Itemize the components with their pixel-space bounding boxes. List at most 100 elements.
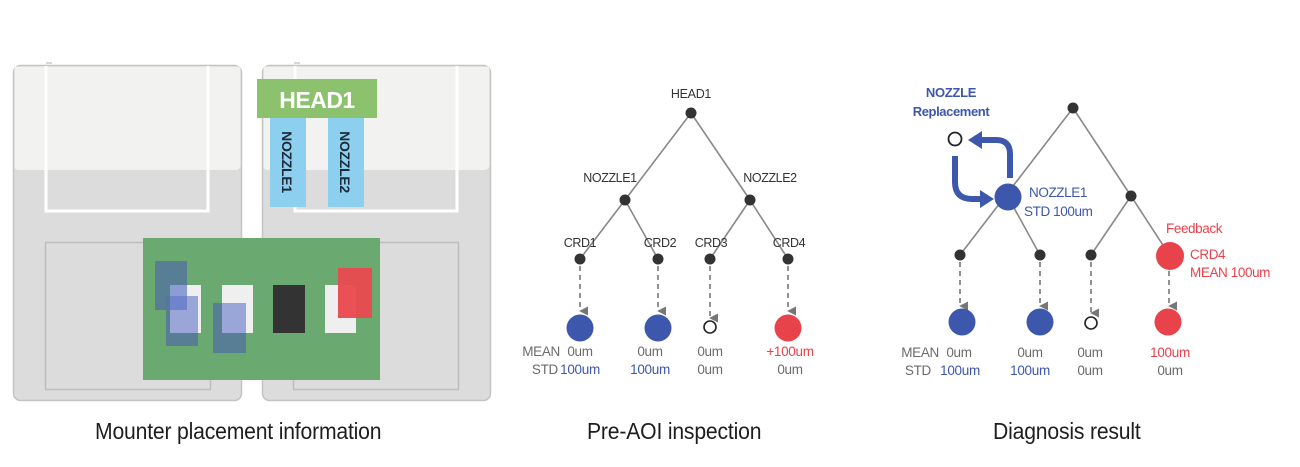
caption-diagnosis: Diagnosis result bbox=[993, 418, 1141, 444]
diag-node-crd1 bbox=[954, 249, 966, 261]
nozzle-replacement-loop bbox=[947, 131, 1013, 208]
left-block-upper-band bbox=[14, 66, 241, 170]
diag-node-crd3 bbox=[1085, 249, 1097, 261]
loop-arrow-up bbox=[980, 137, 1013, 178]
mean-crd2: 0um bbox=[637, 344, 662, 359]
result-crd1-std-error bbox=[566, 314, 594, 342]
std-crd1: 100um bbox=[560, 362, 600, 377]
edge-nozzle2-crd4 bbox=[749, 199, 789, 260]
label-crd1: CRD1 bbox=[564, 236, 597, 250]
pre-aoi-results: MEAN STD 0um 100um 0um 100um 0um 0um +10… bbox=[522, 314, 814, 377]
node-crd4 bbox=[782, 253, 794, 265]
diag-result-crd1-std-error bbox=[948, 308, 976, 336]
diag-row-label-std: STD bbox=[905, 363, 932, 378]
pre-aoi-labels: HEAD1 NOZZLE1 NOZZLE2 CRD1 CRD2 CRD3 CRD… bbox=[564, 87, 806, 250]
nozzle2-label: NOZZLE2 bbox=[337, 131, 353, 193]
loop-arrow-down bbox=[952, 156, 984, 202]
edge-nozzle2-crd3 bbox=[1090, 195, 1132, 256]
pre-aoi-edges bbox=[579, 112, 789, 260]
crd4-callout-line1: CRD4 bbox=[1190, 247, 1226, 262]
edge-nozzle1-crd2 bbox=[624, 199, 659, 260]
diag-result-crd2-std-error bbox=[1026, 308, 1054, 336]
component-crd3 bbox=[273, 285, 305, 333]
diag-result-crd4-mean-error bbox=[1154, 308, 1182, 336]
label-head1: HEAD1 bbox=[671, 87, 712, 101]
edge-root-nozzle2 bbox=[1072, 107, 1132, 197]
loop-arrowhead-right-icon bbox=[980, 190, 994, 208]
diag-std-crd1: 100um bbox=[940, 363, 980, 378]
label-crd2: CRD2 bbox=[644, 236, 677, 250]
diag-node-nozzle1-faulty bbox=[994, 183, 1022, 211]
diag-mean-crd2: 0um bbox=[1017, 345, 1042, 360]
edge-root-nozzle1 bbox=[959, 107, 1074, 256]
left-block-frame bbox=[44, 66, 210, 213]
result-crd4-mean-error bbox=[774, 314, 802, 342]
mean-crd1: 0um bbox=[567, 344, 592, 359]
replacement-label-line2: Replacement bbox=[913, 104, 991, 119]
mounter-head: HEAD1 NOZZLE1 NOZZLE2 bbox=[257, 79, 377, 207]
label-nozzle1: NOZZLE1 bbox=[583, 171, 637, 185]
diagnosis-dashed-arrows bbox=[959, 262, 1178, 318]
diagnosis-results: MEAN STD 0um 100um 0um 100um 0um 0um 100… bbox=[901, 308, 1190, 378]
diagnosis-tree: NOZZLE Replacement NOZZLE1 STD 100um Fee… bbox=[901, 85, 1270, 378]
head-label: HEAD1 bbox=[279, 87, 355, 113]
nozzle1-callout-line2: STD 100um bbox=[1024, 204, 1093, 219]
row-label-mean: MEAN bbox=[522, 344, 560, 359]
diag-result-crd3-ok bbox=[1084, 316, 1098, 330]
pre-aoi-nodes bbox=[574, 107, 794, 265]
node-crd3 bbox=[704, 253, 716, 265]
diag-std-crd3: 0um bbox=[1077, 363, 1102, 378]
diag-node-nozzle2 bbox=[1125, 190, 1137, 202]
edge-nozzle1-crd1 bbox=[579, 199, 626, 260]
feedback-label: Feedback bbox=[1166, 221, 1223, 236]
node-nozzle1 bbox=[619, 194, 631, 206]
placement-crd1-corner bbox=[170, 296, 187, 310]
diag-node-root bbox=[1067, 102, 1079, 114]
diag-node-crd4-faulty bbox=[1156, 242, 1184, 270]
edge-nozzle2-crd3 bbox=[709, 199, 751, 260]
placement-crd4 bbox=[338, 268, 372, 318]
node-crd1 bbox=[574, 253, 586, 265]
row-label-std: STD bbox=[532, 362, 559, 377]
diagnosis-callouts: NOZZLE Replacement NOZZLE1 STD 100um Fee… bbox=[913, 85, 1271, 280]
pre-aoi-tree: HEAD1 NOZZLE1 NOZZLE2 CRD1 CRD2 CRD3 CRD… bbox=[522, 87, 814, 377]
edge-head-nozzle2 bbox=[690, 112, 751, 201]
pcb-board bbox=[143, 238, 380, 380]
label-crd4: CRD4 bbox=[773, 236, 806, 250]
diagnosis-nodes bbox=[954, 102, 1184, 270]
nozzle1-callout-line1: NOZZLE1 bbox=[1029, 185, 1087, 200]
std-crd2: 100um bbox=[630, 362, 670, 377]
nozzle1-body bbox=[270, 118, 306, 207]
diag-std-crd2: 100um bbox=[1010, 363, 1050, 378]
mounter-diagram: HEAD1 NOZZLE1 NOZZLE2 bbox=[12, 62, 492, 402]
label-crd3: CRD3 bbox=[695, 236, 728, 250]
placement-crd2-overlap bbox=[222, 303, 246, 333]
edge-head-nozzle1 bbox=[624, 112, 692, 201]
label-nozzle2: NOZZLE2 bbox=[743, 171, 797, 185]
diag-mean-crd4: 100um bbox=[1150, 345, 1190, 360]
diag-row-label-mean: MEAN bbox=[901, 345, 939, 360]
pre-aoi-dashed-arrows bbox=[579, 266, 797, 323]
std-crd3: 0um bbox=[697, 362, 722, 377]
nozzle2-body bbox=[328, 118, 364, 207]
diag-node-crd2 bbox=[1034, 249, 1046, 261]
result-crd3-ok bbox=[703, 320, 717, 334]
node-crd2 bbox=[652, 253, 664, 265]
caption-mounter-placement: Mounter placement information bbox=[95, 418, 382, 444]
std-crd4: 0um bbox=[777, 362, 802, 377]
node-nozzle2 bbox=[744, 194, 756, 206]
diag-mean-crd3: 0um bbox=[1077, 345, 1102, 360]
crd4-callout-line2: MEAN 100um bbox=[1190, 265, 1270, 280]
node-head1 bbox=[685, 107, 697, 119]
mean-crd3: 0um bbox=[697, 344, 722, 359]
loop-arrowhead-left-icon bbox=[968, 131, 982, 149]
head-label-box bbox=[257, 79, 377, 118]
diagnosis-edges bbox=[959, 107, 1171, 257]
replacement-nozzle-node bbox=[947, 131, 963, 147]
diag-mean-crd1: 0um bbox=[946, 345, 971, 360]
nozzle1-label: NOZZLE1 bbox=[279, 131, 295, 193]
mean-crd4: +100um bbox=[766, 344, 813, 359]
caption-pre-aoi: Pre-AOI inspection bbox=[587, 418, 762, 444]
